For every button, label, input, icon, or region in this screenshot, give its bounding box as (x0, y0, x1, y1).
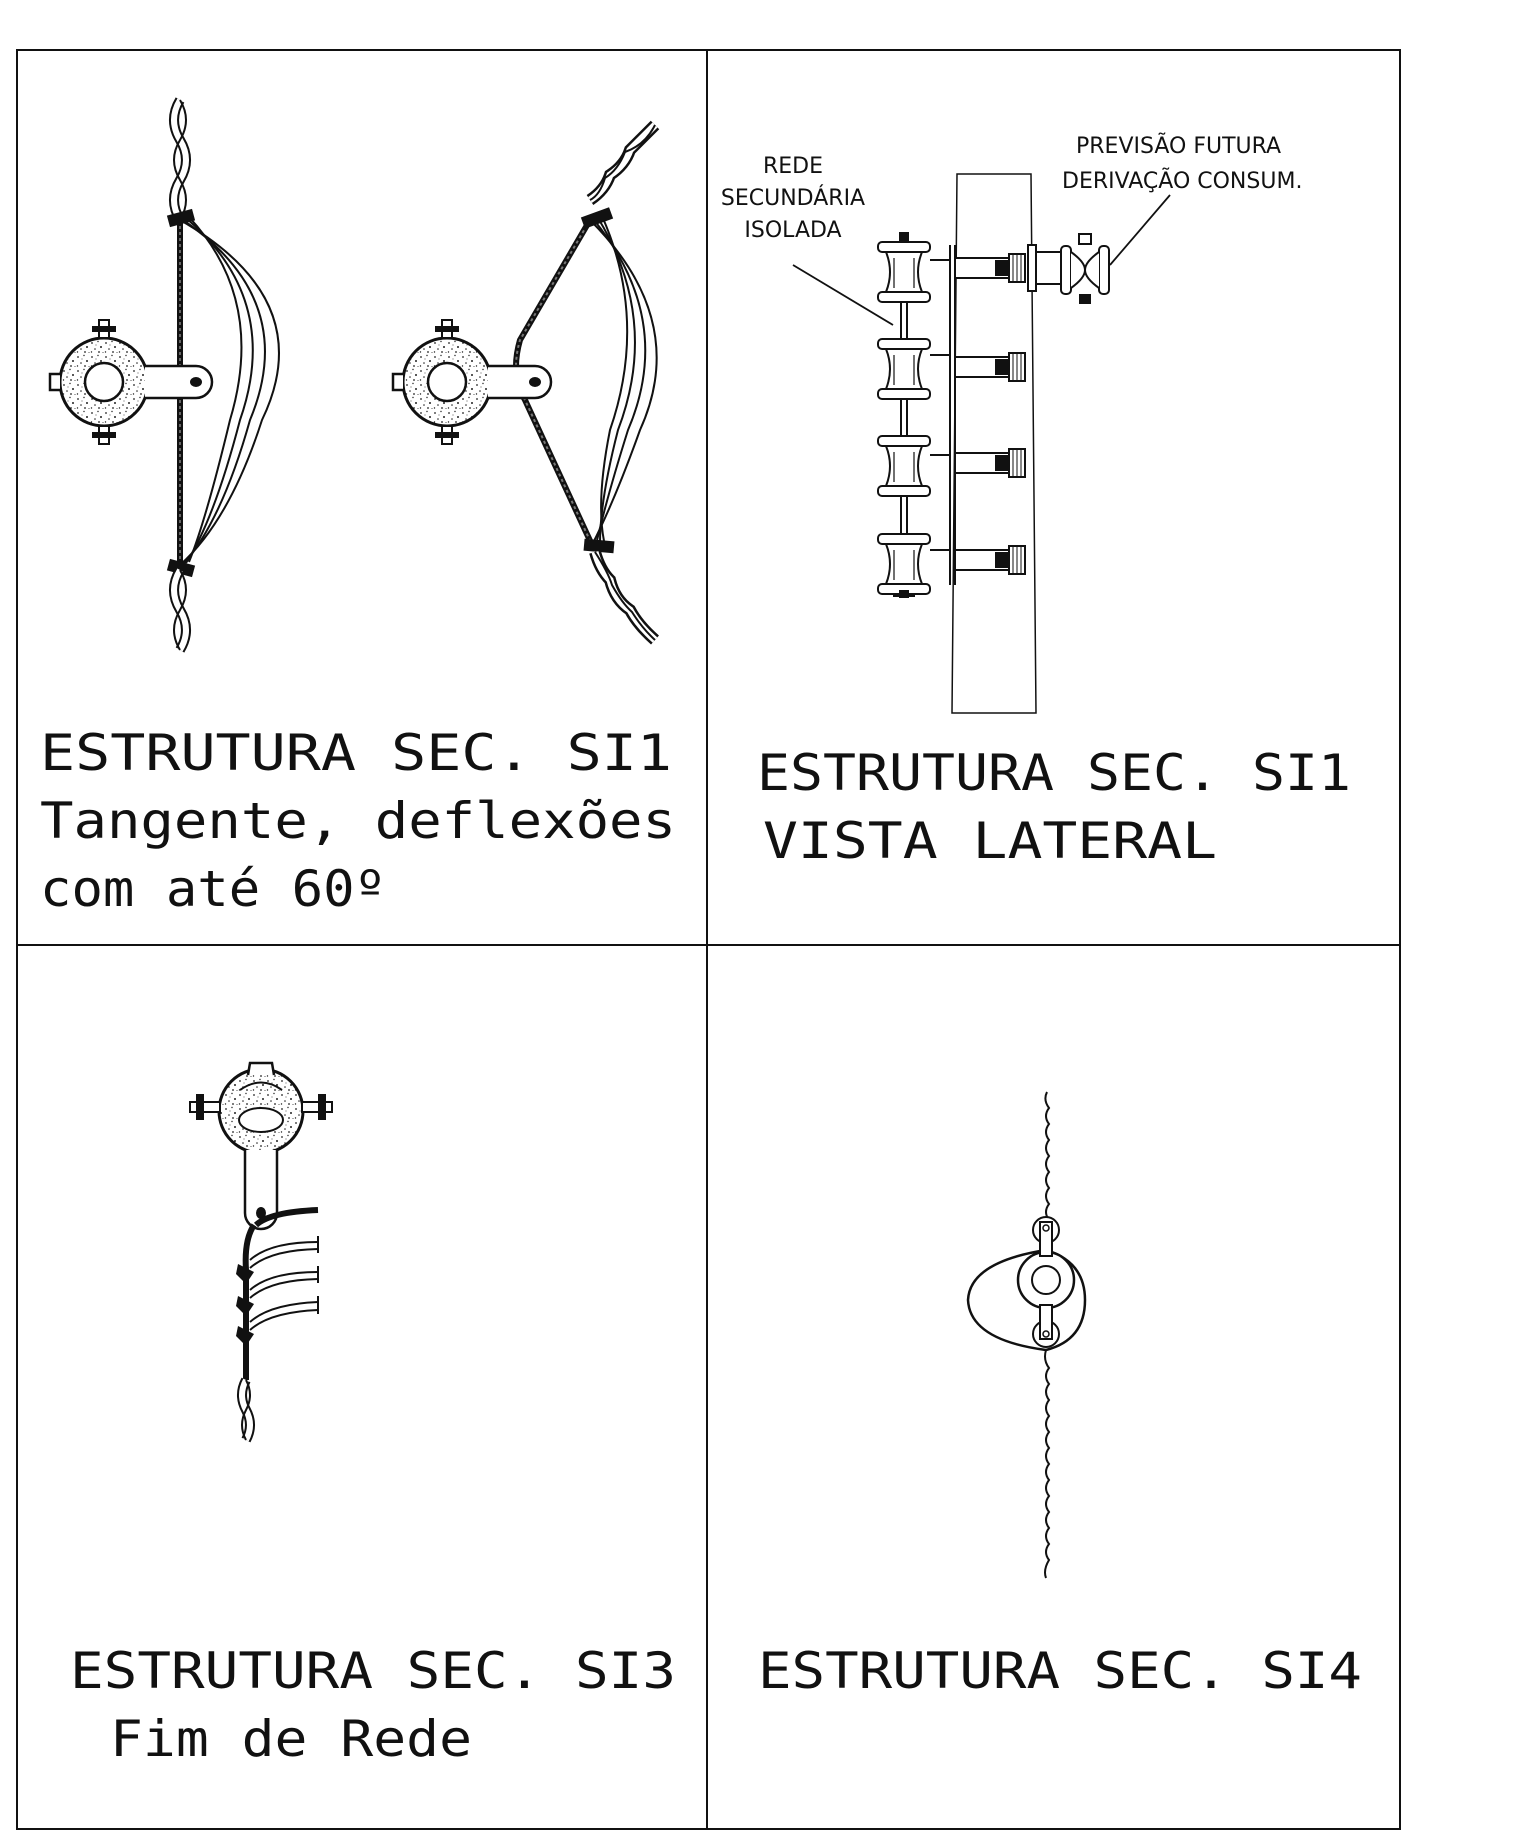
sheet-frame (16, 49, 1401, 1830)
si1-plan-title: ESTRUTURA SEC. SI1 (40, 724, 672, 782)
si1-plan-note: com até 60º (40, 860, 386, 918)
si1-side-subtitle: VISTA LATERAL (763, 812, 1217, 870)
callout-derivacao-consum: DERIVAÇÃO CONSUM. (1062, 167, 1302, 194)
callout-secundaria: SECUNDÁRIA (721, 185, 865, 211)
si1-tangent-drawing (48, 97, 280, 653)
si1-plan-subtitle: Tangente, deflexões (40, 792, 676, 850)
panel-si1-side: REDE SECUNDÁRIA ISOLADA PREVISÃO FUTURA … (721, 132, 1351, 870)
panel-si4: ESTRUTURA SEC. SI4 (758, 1091, 1362, 1700)
si3-title: ESTRUTURA SEC. SI3 (70, 1642, 676, 1700)
panel-si1-plan: ESTRUTURA SEC. SI1 Tangente, deflexões c… (40, 97, 676, 918)
si4-title: ESTRUTURA SEC. SI4 (758, 1642, 1362, 1700)
panel-si3: ESTRUTURA SEC. SI3 Fim de Rede (70, 1061, 676, 1768)
si3-subtitle: Fim de Rede (110, 1710, 472, 1768)
callout-previsao-futura: PREVISÃO FUTURA (1076, 132, 1281, 159)
si1-deflection-drawing (391, 120, 660, 645)
si1-side-title: ESTRUTURA SEC. SI1 (757, 744, 1351, 802)
si3-end-drawing (189, 1061, 333, 1443)
callout-isolada: ISOLADA (744, 218, 841, 243)
pole-side-view (792, 173, 1171, 714)
si4-drawing (966, 1091, 1087, 1579)
callout-rede: REDE (763, 154, 823, 179)
